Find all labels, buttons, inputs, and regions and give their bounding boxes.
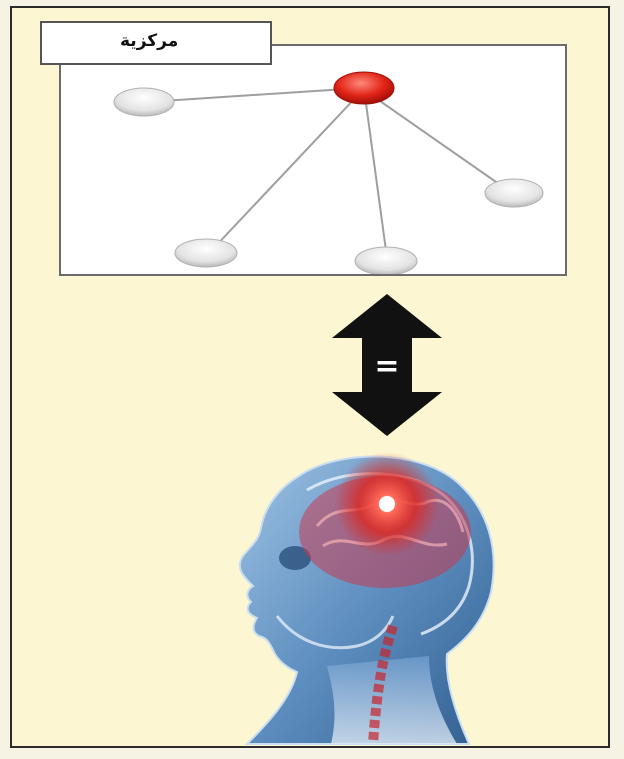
node-peripheral-bottom-middle bbox=[355, 247, 417, 274]
label-tab: مركزية bbox=[40, 21, 272, 65]
node-peripheral-bottom-left bbox=[175, 239, 237, 267]
equals-sign: = bbox=[374, 349, 399, 384]
edge-center-bottom-middle bbox=[365, 96, 387, 258]
edge-center-left bbox=[147, 88, 361, 102]
node-peripheral-right bbox=[485, 179, 543, 207]
centralized-label: مركزية bbox=[120, 31, 178, 51]
node-central bbox=[334, 72, 394, 104]
figure-frame: مركزية = bbox=[10, 6, 610, 748]
edge-center-right bbox=[367, 92, 509, 191]
brain-glow-core bbox=[379, 496, 395, 512]
centralized-network-panel bbox=[59, 44, 567, 276]
node-peripheral-left bbox=[114, 88, 174, 116]
edge-center-bottom-left bbox=[211, 94, 359, 251]
double-arrow-equals: = bbox=[312, 290, 462, 440]
human-head-brain-illustration bbox=[207, 446, 507, 748]
network-graph bbox=[61, 46, 565, 274]
